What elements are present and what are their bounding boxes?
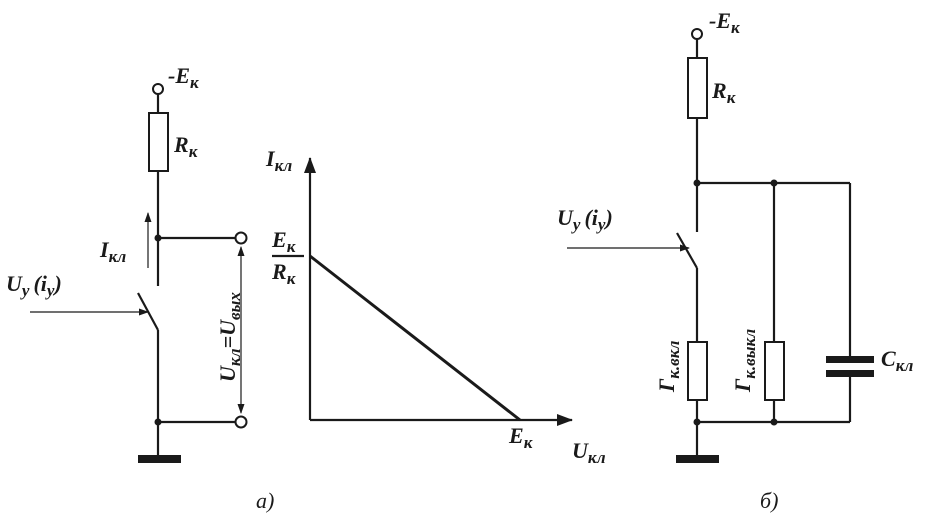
g-off-letter: Г (730, 378, 755, 393)
control-u-a: U (6, 271, 23, 296)
y-int-den-letter: R (271, 259, 287, 284)
control-u-sub-a: у (20, 281, 30, 300)
supply-sign-b: - (709, 8, 716, 33)
capacitor-label: Cкл (881, 346, 914, 375)
y-int-num-sub: к (287, 237, 296, 256)
g-on-letter: Г (654, 378, 679, 393)
control-close-b: ) (603, 205, 612, 230)
y-intercept-denominator: Rк (271, 259, 296, 288)
current-sub: кл (109, 247, 127, 266)
output-terminal-top (234, 231, 248, 245)
output-terminal-bottom (234, 415, 248, 429)
g-off-sub: к.выкл (740, 328, 759, 378)
supply-letter-a: E (174, 63, 190, 88)
capacitor-plate-bottom (826, 370, 874, 377)
output-u2: U (215, 319, 240, 336)
x-intercept-label: Eк (508, 423, 533, 452)
supply-letter-b: E (715, 8, 731, 33)
conductance-on-label: Гк.вкл (654, 340, 683, 393)
control-label-a: Uу(iу) (6, 271, 62, 300)
resistor-rk-a (148, 112, 169, 172)
junction-b-bottom-left (693, 418, 701, 426)
supply-sub-a: к (190, 73, 199, 92)
ground-b (676, 455, 719, 463)
load-line (309, 254, 521, 422)
x-int-letter: E (508, 423, 524, 448)
supply-sub-b: к (731, 18, 740, 37)
graph-y-label: Iкл (265, 146, 293, 175)
conductance-on (687, 341, 708, 401)
conductance-off-label: Гк.выкл (730, 328, 759, 393)
output-u1-sub: кл (225, 348, 244, 366)
ground-a (138, 455, 181, 463)
switch-blade-b (676, 232, 698, 269)
capacitor-letter: C (881, 346, 896, 371)
output-eq: = (215, 336, 240, 349)
graph-x-letter: U (572, 438, 589, 463)
current-label: Iкл (99, 237, 127, 266)
control-i-sub-b: у (596, 215, 606, 234)
resistor-label-a: Rк (173, 132, 198, 161)
control-open-b: ( (584, 205, 593, 230)
control-i-b: i (592, 205, 599, 230)
output-voltage-label: Uкл=Uвых (215, 292, 244, 382)
resistor-letter-b: R (711, 78, 727, 103)
resistor-sub-a: к (189, 142, 198, 161)
x-int-sub: к (524, 433, 533, 452)
y-int-den-sub: к (287, 269, 296, 288)
capacitor-plate-top (826, 356, 874, 363)
output-u1: U (215, 365, 240, 382)
load-line-graph: Iкл Uкл Eк Rк Eк (265, 146, 606, 467)
graph-x-label: Uкл (572, 438, 606, 467)
graph-y-sub: кл (275, 156, 293, 175)
supply-terminal-a (152, 83, 164, 95)
control-open-a: ( (33, 271, 42, 296)
caption-b: б) (760, 488, 778, 513)
resistor-sub-b: к (727, 88, 736, 107)
current-letter: I (99, 237, 110, 262)
resistor-label-b: Rк (711, 78, 736, 107)
control-u-sub-b: у (571, 215, 581, 234)
conductance-off (764, 341, 785, 401)
supply-terminal-b (691, 28, 703, 40)
control-i-sub-a: у (45, 281, 55, 300)
g-on-sub: к.вкл (664, 340, 683, 378)
capacitor-sub: кл (896, 356, 914, 375)
graph-x-sub: кл (588, 448, 606, 467)
graph-y-letter: I (265, 146, 276, 171)
y-int-num-letter: E (271, 227, 287, 252)
resistor-rk-b (687, 57, 708, 119)
control-close-a: ) (52, 271, 61, 296)
supply-sign-a: - (168, 63, 175, 88)
supply-label-b: -Eк (709, 8, 740, 37)
circuit-a: -Eк Rк Iкл Uу(iу) Uкл=Uвых (6, 63, 274, 513)
output-u2-sub: вых (225, 292, 244, 320)
resistor-letter-a: R (173, 132, 189, 157)
control-i-a: i (41, 271, 48, 296)
supply-label-a: -Eк (168, 63, 199, 92)
control-u-b: U (557, 205, 574, 230)
y-intercept-numerator: Eк (271, 227, 296, 256)
caption-a: а) (256, 488, 274, 513)
junction-b-bottom-mid (770, 418, 778, 426)
control-label-b: Uу(iу) (557, 205, 613, 234)
circuit-b: -Eк Rк Uу(iу) Гк.вкл Гк.выкл (557, 8, 914, 513)
